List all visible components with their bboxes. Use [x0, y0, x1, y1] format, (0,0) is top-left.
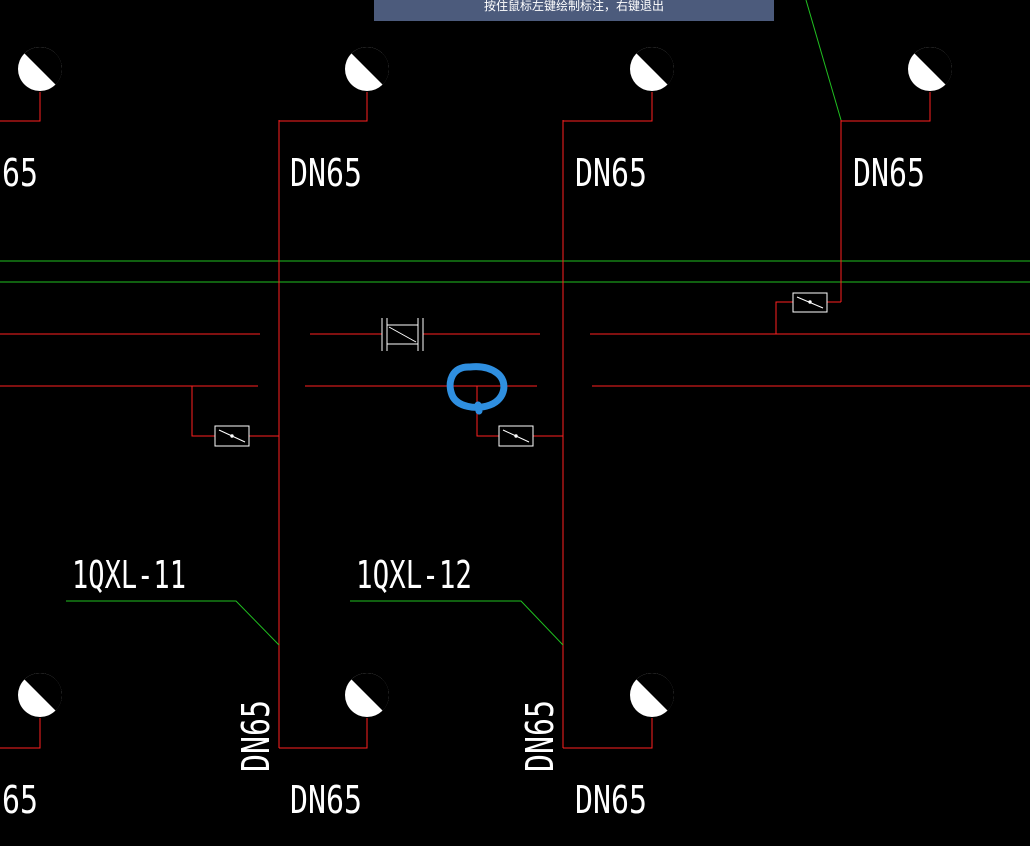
- pipe-size-label[interactable]: DN65: [290, 151, 362, 195]
- valve-icon[interactable]: [792, 292, 828, 313]
- pipe-size-label[interactable]: DN65: [290, 778, 362, 822]
- pipe-size-label-vertical[interactable]: DN65: [234, 700, 278, 772]
- sprinkler-head-icon[interactable]: [630, 672, 675, 717]
- valve-link-right[interactable]: [775, 301, 793, 334]
- leader-riser-11: [66, 600, 280, 646]
- sprinkler-head-icon[interactable]: [18, 46, 63, 91]
- pipe-size-label[interactable]: 65: [2, 778, 38, 822]
- sprinkler-head-icon[interactable]: [345, 672, 390, 717]
- valves: [214, 292, 828, 447]
- riser-label-12[interactable]: 1QXL-12: [356, 553, 472, 597]
- status-tooltip-text: 按住鼠标左键绘制标注，右键退出: [483, 0, 664, 13]
- leader-top-right: [805, 0, 842, 121]
- sprinkler-head-icon[interactable]: [345, 46, 390, 91]
- branch-top-3[interactable]: [563, 92, 653, 122]
- branch-top-2[interactable]: [279, 92, 368, 122]
- valve-link-left[interactable]: [191, 386, 215, 437]
- pipe-size-label-vertical[interactable]: DN65: [518, 700, 562, 772]
- sprinkler-head-icon[interactable]: [630, 46, 675, 91]
- riser-label-11[interactable]: 1QXL-11: [72, 553, 186, 597]
- leader-riser-12: [350, 600, 564, 646]
- valve-icon[interactable]: [498, 425, 534, 447]
- branch-bottom-2[interactable]: [279, 718, 368, 749]
- pipe-size-label[interactable]: DN65: [575, 151, 647, 195]
- sprinkler-head-icon[interactable]: [908, 46, 953, 91]
- markup-circle[interactable]: [446, 363, 508, 415]
- pipe-size-label[interactable]: DN65: [575, 778, 647, 822]
- branch-bottom-1[interactable]: [0, 718, 41, 749]
- valve-icon[interactable]: [214, 425, 250, 447]
- branch-top-4[interactable]: [841, 92, 931, 122]
- status-tooltip: 按住鼠标左键绘制标注，右键退出: [374, 0, 774, 21]
- pipe-size-label[interactable]: 65: [2, 151, 38, 195]
- sprinkler-head-icon[interactable]: [18, 672, 63, 717]
- branch-top-1[interactable]: [0, 92, 41, 122]
- sprinkler-heads: [18, 46, 953, 717]
- check-valve-icon[interactable]: [381, 318, 424, 351]
- green-guide-lines: [0, 260, 1030, 283]
- leader-lines: [66, 0, 842, 646]
- pipe-labels: 65 DN65 DN65 DN65 65 DN65 DN65 DN65 DN65: [2, 151, 925, 822]
- riser-labels: 1QXL-11 1QXL-12: [72, 553, 472, 597]
- pipe-size-label[interactable]: DN65: [853, 151, 925, 195]
- branch-bottom-3[interactable]: [563, 718, 653, 749]
